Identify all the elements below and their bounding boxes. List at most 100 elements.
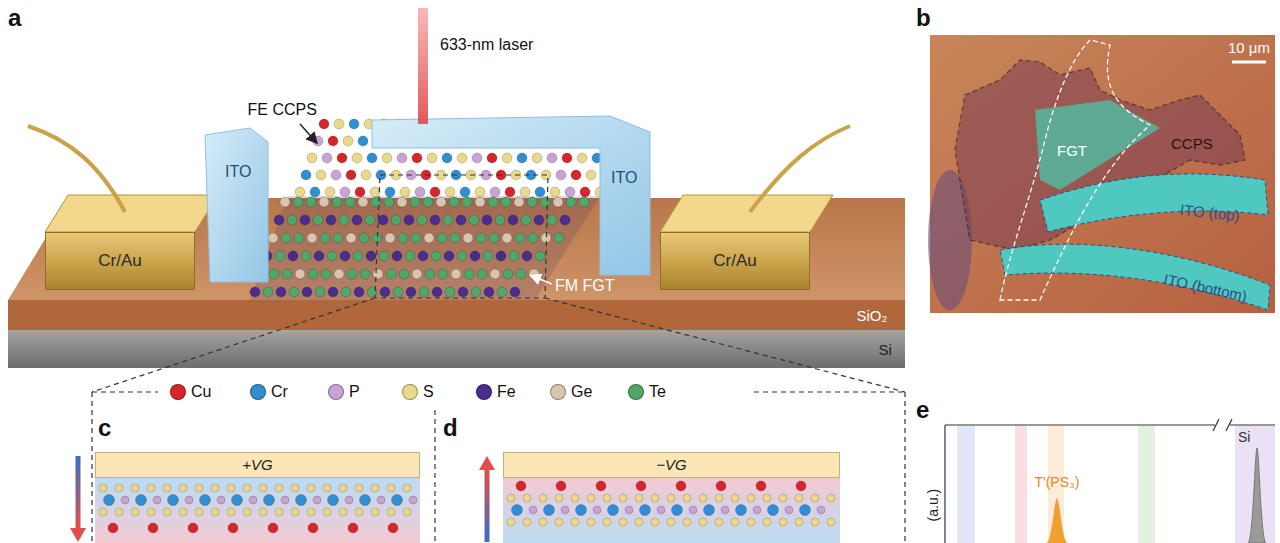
atom — [438, 269, 448, 279]
atom — [280, 197, 290, 207]
atom — [147, 508, 155, 516]
atom — [371, 484, 379, 492]
atom — [747, 494, 755, 502]
electrode-label: ITO — [225, 163, 251, 181]
raman-peak — [1248, 448, 1266, 543]
atom — [403, 484, 411, 492]
atom — [488, 197, 498, 207]
legend-text: Fe — [497, 383, 516, 401]
atom — [387, 508, 395, 516]
atom — [275, 508, 283, 516]
axis-break — [1226, 419, 1232, 431]
atom — [294, 233, 304, 243]
atom — [535, 187, 545, 197]
layer-label: FM FGT — [555, 277, 615, 295]
atom — [721, 506, 729, 514]
atom — [625, 506, 633, 514]
atom — [325, 187, 335, 197]
atom — [699, 494, 707, 502]
atom — [508, 215, 518, 225]
laser-beam — [418, 8, 428, 124]
atom — [520, 187, 530, 197]
atom — [387, 484, 395, 492]
axis-label: (a.u.) — [925, 489, 941, 522]
atom — [445, 287, 455, 297]
atom — [148, 523, 158, 533]
atom — [443, 215, 453, 225]
atom — [470, 251, 480, 261]
atom — [505, 187, 515, 197]
atom — [571, 170, 581, 180]
fgt-flake — [250, 196, 600, 300]
panel-letter: c — [98, 414, 111, 442]
atom — [532, 153, 542, 163]
atom — [476, 233, 486, 243]
atom — [411, 233, 421, 243]
atom — [483, 251, 493, 261]
axis — [1230, 424, 1275, 425]
atom — [99, 484, 107, 492]
electrode-pad: Cr/Au — [660, 232, 810, 290]
atom — [521, 215, 531, 225]
atom — [736, 505, 747, 516]
panel-letter: a — [8, 4, 21, 32]
atom — [367, 153, 377, 163]
panel-letter: e — [916, 396, 929, 424]
atom — [463, 233, 473, 243]
legend-swatch — [628, 384, 644, 400]
atom — [259, 508, 267, 516]
atom — [301, 170, 311, 180]
atom — [371, 508, 379, 516]
atom — [566, 197, 576, 207]
atom — [672, 505, 683, 516]
atom — [306, 197, 316, 207]
atom — [307, 484, 315, 492]
atom — [136, 495, 147, 506]
atom — [319, 119, 329, 129]
atom — [490, 187, 500, 197]
atom — [571, 494, 579, 502]
atom — [259, 484, 267, 492]
atom — [323, 484, 331, 492]
layer-label: FE CCPS — [248, 101, 317, 119]
atom — [596, 481, 606, 491]
atom — [507, 494, 515, 502]
atom — [462, 197, 472, 207]
atom — [657, 506, 665, 514]
atom — [400, 187, 410, 197]
region-label: CCPS — [1171, 135, 1213, 152]
atom — [227, 508, 235, 516]
pointer-arrow — [532, 276, 552, 284]
atom — [415, 187, 425, 197]
atom — [747, 518, 755, 526]
atom — [397, 197, 407, 207]
atom — [683, 518, 691, 526]
atom — [384, 197, 394, 207]
atom — [328, 495, 339, 506]
atom — [451, 269, 461, 279]
legend-swatch — [250, 384, 266, 400]
node-text: −VG — [656, 456, 686, 473]
atom — [392, 495, 403, 506]
axis — [945, 424, 1215, 425]
fgt-outline — [1000, 40, 1150, 300]
atom — [331, 170, 341, 180]
atom — [341, 287, 351, 297]
peak-label: Si — [1238, 429, 1250, 445]
peak-label: T′(PS₃) — [1035, 474, 1080, 490]
atom — [313, 496, 321, 504]
atom — [370, 187, 380, 197]
atom — [228, 523, 238, 533]
atom — [343, 136, 353, 146]
atom — [211, 484, 219, 492]
atom — [651, 494, 659, 502]
spectral-band — [957, 426, 975, 543]
atom — [502, 153, 512, 163]
atom — [431, 251, 441, 261]
atom — [348, 523, 358, 533]
atom — [667, 518, 675, 526]
atom — [291, 484, 299, 492]
atom — [699, 518, 707, 526]
atom — [355, 484, 363, 492]
atom — [715, 518, 723, 526]
